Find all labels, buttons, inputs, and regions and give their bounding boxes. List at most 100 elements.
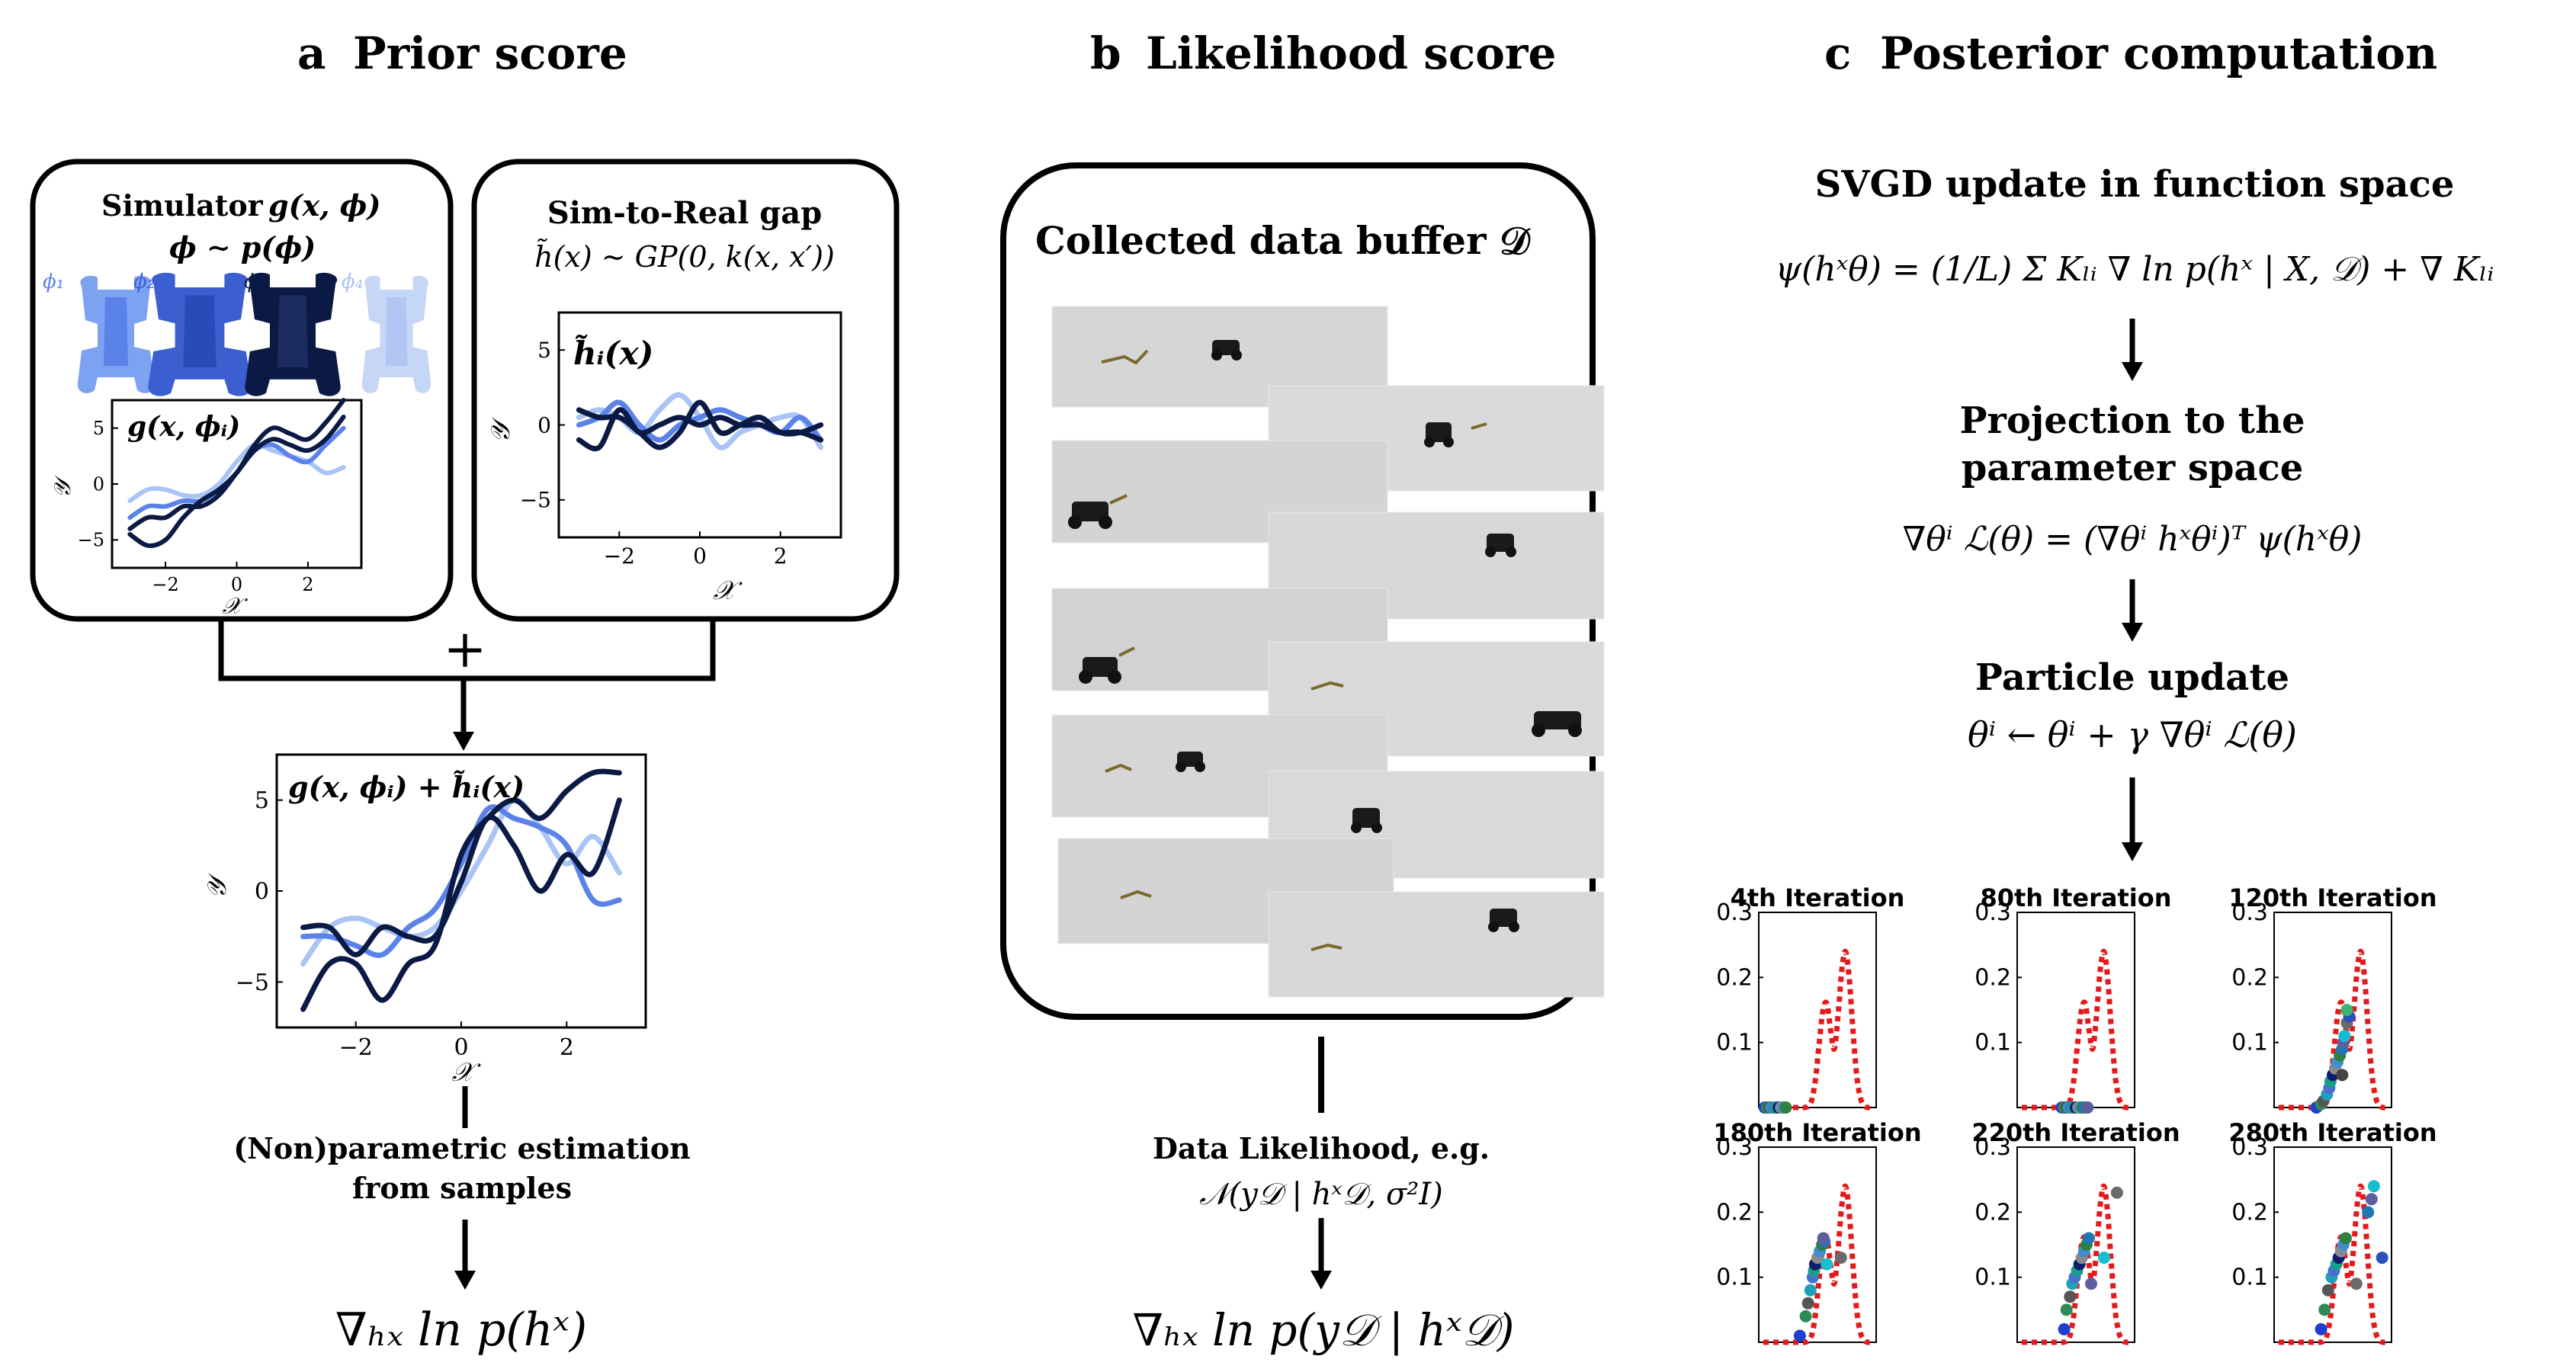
particle-point	[2376, 1252, 2388, 1265]
sim-to-real-box	[471, 159, 900, 622]
simulator-distribution: ϕ ∼ p(ϕ)	[169, 230, 316, 264]
car-label-4: ϕ₄	[342, 271, 363, 293]
sum-plot-lines	[300, 768, 622, 1012]
x-tick-label: 2	[774, 543, 788, 569]
y-tick-label: 0.1	[1716, 1030, 1753, 1056]
simulator-box	[30, 159, 454, 622]
prior-score-formula: ∇ₕₓ ln p(hˣ)	[335, 1303, 587, 1357]
panel-c-title: Posterior computation	[1880, 27, 2437, 79]
y-tick-label: 0.3	[1716, 1134, 1753, 1161]
arrow-head	[2122, 842, 2143, 861]
gap-plot-lines	[576, 392, 824, 452]
x-tick-label: 2	[302, 574, 313, 595]
iteration-title: 80th Iteration	[1980, 883, 2171, 912]
y-tick-label: −5	[236, 970, 269, 996]
iteration-title: 180th Iteration	[1713, 1118, 1921, 1147]
arrow-head	[454, 1271, 476, 1290]
y-tick-label: 0.3	[1975, 1134, 2011, 1161]
particle-point	[2350, 1277, 2363, 1290]
particle-point	[1804, 1284, 1817, 1297]
y-tick-label: 0.3	[2231, 1134, 2268, 1161]
iteration-title: 220th Iteration	[1971, 1118, 2180, 1147]
particle-formula: θⁱ ← θⁱ + γ ∇θⁱ ℒ(θ)	[1968, 714, 2297, 755]
svgd-title: SVGD update in function space	[1815, 163, 2455, 206]
series-line	[300, 797, 622, 958]
particle-title: Particle update	[1975, 656, 2289, 699]
arrow-head	[1310, 1271, 1332, 1290]
y-tick-label: 0.1	[2231, 1265, 2268, 1291]
target-density-curve	[1763, 948, 1872, 1111]
particle-point	[2318, 1303, 2331, 1316]
y-tick-label: 5	[255, 787, 269, 814]
panel-c: c Posterior computation SVGD update in f…	[1713, 27, 2494, 1345]
arrow-head	[2122, 623, 2143, 642]
projection-line2: parameter space	[1962, 447, 2304, 489]
y-tick-label: 0.1	[1975, 1030, 2011, 1056]
y-tick-label: 0.3	[1716, 899, 1753, 926]
y-tick-label: 0.2	[2231, 1199, 2268, 1226]
y-tick-label: 0.3	[2231, 899, 2268, 926]
iteration-frame	[2016, 912, 2135, 1108]
simulator-plot-ylabel: 𝒴	[50, 475, 76, 498]
likelihood-label: Data Likelihood, e.g.	[1153, 1131, 1490, 1165]
iteration-frame	[2273, 1146, 2392, 1343]
x-tick-label: −2	[604, 543, 635, 569]
prior-connector	[218, 619, 716, 681]
particle-point	[2362, 1206, 2375, 1219]
particle-point	[2058, 1322, 2071, 1335]
y-tick-label: 0.2	[1975, 964, 2011, 991]
series-line	[300, 804, 622, 958]
particle-point	[1801, 1297, 1814, 1309]
svgd-formula: ψ(hˣθ) = (1/L) Σ Kₗᵢ ∇ ln p(hˣ | X, 𝒟) +…	[1776, 250, 2494, 289]
iteration-plot: 280th Iteration 0.1 0.2 0.3	[2228, 1118, 2437, 1345]
data-photo	[1268, 891, 1605, 998]
simulator-title-text: Simulator	[101, 188, 264, 223]
simulator-plot-lines	[127, 398, 346, 548]
data-buffer-title: Collected data buffer 𝒟	[1035, 218, 1531, 263]
sum-plot-ylabel: 𝒴	[202, 872, 233, 899]
iteration-title: 120th Iteration	[2228, 883, 2436, 912]
car-label-2: ϕ₂	[133, 271, 155, 293]
y-tick-label: 0.2	[2231, 964, 2268, 991]
particle-point	[2064, 1290, 2077, 1303]
y-tick-label: −5	[520, 488, 551, 513]
iteration-title: 280th Iteration	[2228, 1118, 2436, 1147]
panel-b: b Likelihood score Collected data buffer…	[1000, 27, 1605, 1356]
target-density-curve	[2022, 948, 2131, 1111]
series-line	[300, 797, 622, 966]
arrow-head	[2122, 362, 2143, 381]
arrow-head	[453, 732, 474, 751]
y-tick-label: −5	[78, 530, 104, 551]
car-icon	[148, 272, 252, 396]
projection-line1: Projection to the	[1959, 399, 2305, 442]
data-photo	[1051, 588, 1388, 691]
simulator-plot-label: g(x, ϕᵢ)	[127, 411, 240, 443]
particle-point	[1793, 1329, 1806, 1342]
gap-plot-xlabel: 𝒳	[713, 575, 743, 606]
estimation-line1: (Non)parametric estimation	[233, 1131, 691, 1165]
panel-a-letter: a	[297, 27, 326, 79]
sim-to-real-title: Sim-to-Real gap	[547, 195, 822, 231]
particle-point	[2336, 1069, 2349, 1082]
y-tick-label: 5	[93, 418, 104, 439]
particle-point	[2097, 1252, 2110, 1265]
series-line	[127, 398, 346, 548]
car-label-1: ϕ₁	[43, 271, 64, 293]
particle-point	[2338, 1030, 2351, 1043]
plus-sign: +	[444, 620, 487, 680]
panel-c-letter: c	[1824, 27, 1851, 79]
x-tick-label: 0	[231, 574, 242, 595]
car-icons: ϕ₁ ϕ₂ ϕ₃ ϕ₄	[43, 271, 431, 396]
particle-point	[2081, 1101, 2094, 1114]
